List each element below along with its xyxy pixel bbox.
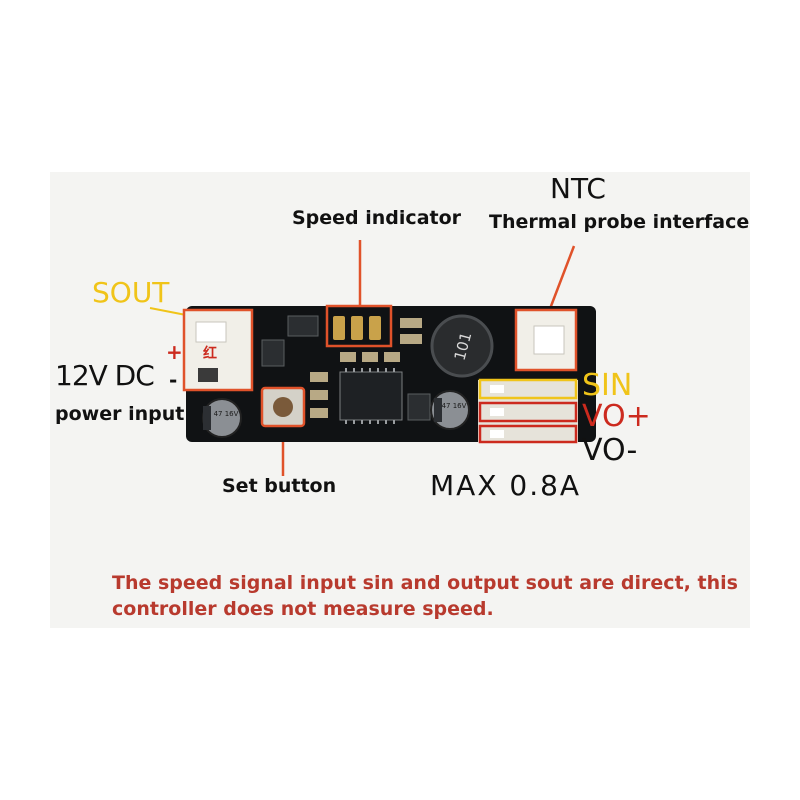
speed-indicator-highlight [325, 304, 393, 348]
note-line-1: The speed signal input sin and output so… [112, 572, 738, 594]
max-current-label: MAX 0.8A [430, 469, 582, 502]
pin-hole [490, 430, 504, 438]
ntc-pointer-line [546, 245, 576, 315]
connector-red-mark: 红 [203, 345, 217, 362]
capacitor-right-text: 47 16V [442, 402, 467, 410]
vo-plus-pin-outline [478, 401, 578, 423]
smd-resistor [310, 408, 328, 418]
smd-resistor [400, 318, 422, 328]
thermal-probe-label: Thermal probe interface [489, 211, 750, 233]
minus-label: - [169, 368, 178, 392]
note-line-2: controller does not measure speed. [112, 598, 494, 620]
main-ic [339, 371, 403, 421]
sin-label: SIN [582, 368, 633, 403]
smd-resistor [340, 352, 356, 362]
capacitor-left-stripe [203, 406, 211, 430]
vo-minus-pin-outline [478, 424, 578, 444]
plus-label: + [166, 340, 183, 364]
capacitor-left-text: 47 16V [214, 410, 239, 418]
smd-resistor [310, 390, 328, 400]
ntc-label: NTC [550, 172, 606, 205]
mosfet [407, 393, 431, 421]
pin-hole [490, 385, 504, 393]
vo-minus-label: VO- [582, 433, 638, 468]
speed-indicator-label: Speed indicator [292, 207, 462, 229]
led-2 [351, 316, 363, 340]
smd-resistor [400, 334, 422, 344]
set-button-cap [273, 397, 293, 417]
smd-resistor [384, 352, 400, 362]
smd-resistor [310, 372, 328, 382]
ic-pins [345, 368, 395, 424]
voltage-label: 12V DC [55, 359, 155, 392]
voltage-regulator [287, 315, 319, 337]
led-1 [333, 316, 345, 340]
power-connector-outline [182, 308, 254, 392]
capacitor-right-stripe [434, 398, 442, 422]
connector-pin-slot [195, 321, 227, 343]
sin-pin-outline [478, 378, 578, 400]
vo-plus-label: VO+ [582, 399, 651, 434]
inductor [430, 314, 494, 378]
pin-hole [490, 408, 504, 416]
diode [261, 339, 285, 367]
connector-wire-mark [198, 368, 218, 382]
power-input-label: power input [55, 403, 185, 425]
sout-pointer-line [149, 307, 187, 316]
sout-label: SOUT [92, 276, 170, 309]
ntc-socket [533, 325, 565, 355]
smd-resistor [362, 352, 378, 362]
set-button-label: Set button [222, 475, 337, 497]
led-3 [369, 316, 381, 340]
